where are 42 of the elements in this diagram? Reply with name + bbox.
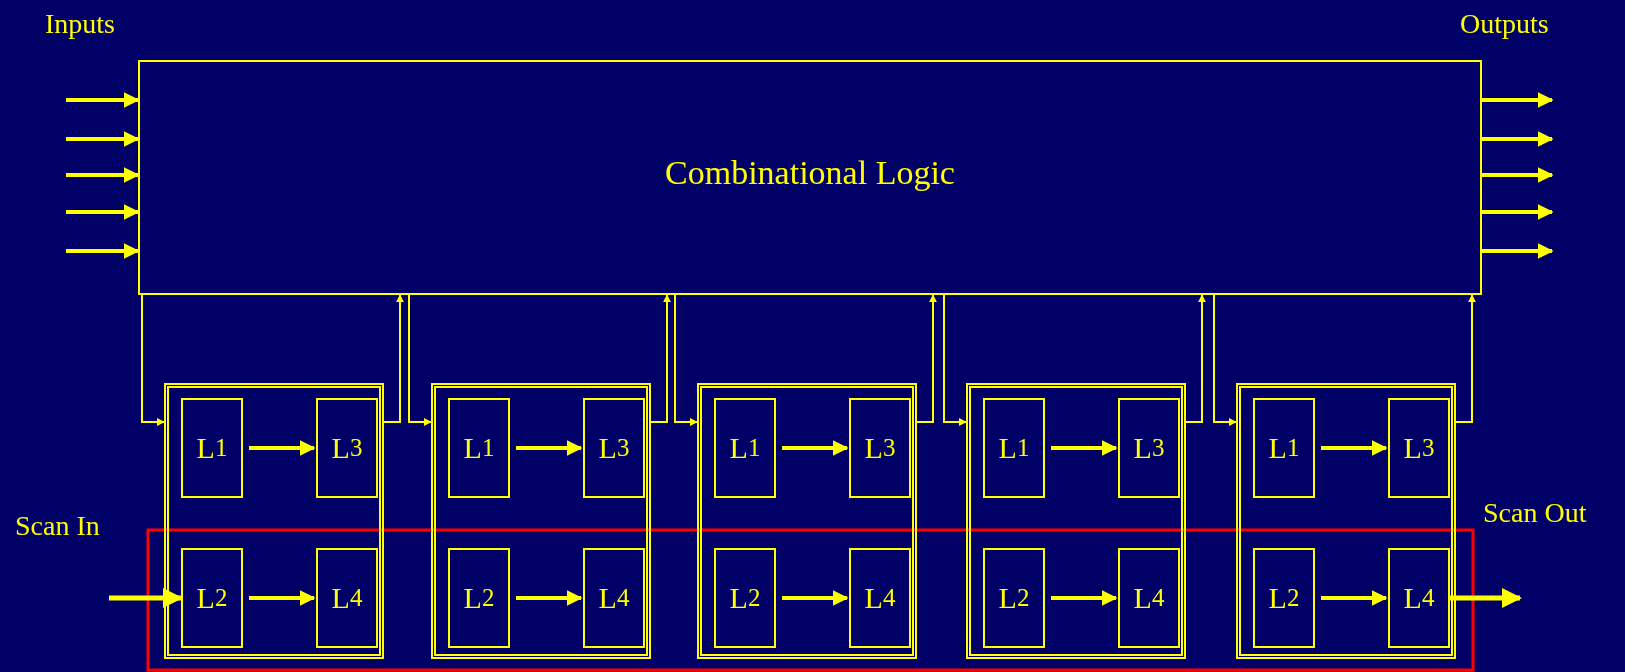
arrow — [1213, 294, 1237, 426]
signal-label: Scan In — [15, 510, 100, 542]
arrow — [1482, 167, 1554, 183]
arrow — [1482, 243, 1554, 259]
arrow — [408, 294, 432, 426]
arrow — [943, 294, 967, 426]
arrow — [1051, 590, 1118, 606]
arrow — [1482, 131, 1554, 147]
arrow — [1321, 590, 1388, 606]
arrow — [66, 92, 140, 108]
arrow — [516, 440, 583, 456]
arrow — [66, 243, 140, 259]
arrow — [1185, 294, 1206, 423]
arrow — [650, 294, 671, 423]
arrow — [1321, 440, 1388, 456]
scan-cell-box — [431, 383, 651, 659]
arrow — [383, 294, 404, 423]
scan-cell-box — [966, 383, 1186, 659]
arrow — [66, 167, 140, 183]
arrow — [782, 440, 849, 456]
scan-cell-box — [164, 383, 384, 659]
combinational-logic-box: Combinational Logic — [138, 60, 1482, 295]
arrow — [1051, 440, 1118, 456]
arrow — [1482, 92, 1554, 108]
arrow — [916, 294, 937, 423]
signal-label: Scan Out — [1483, 497, 1587, 529]
arrow — [109, 588, 183, 608]
arrow — [66, 204, 140, 220]
arrow — [516, 590, 583, 606]
arrow — [66, 131, 140, 147]
signal-label: Inputs — [45, 8, 115, 40]
arrow — [674, 294, 698, 426]
arrow — [141, 294, 165, 426]
arrow — [249, 590, 316, 606]
scan-cell-box — [1236, 383, 1456, 659]
arrow — [782, 590, 849, 606]
signal-label: Outputs — [1460, 8, 1549, 40]
arrow — [1450, 588, 1522, 608]
arrow — [1455, 294, 1476, 423]
arrow — [249, 440, 316, 456]
arrow — [1482, 204, 1554, 220]
scan-cell-box — [697, 383, 917, 659]
